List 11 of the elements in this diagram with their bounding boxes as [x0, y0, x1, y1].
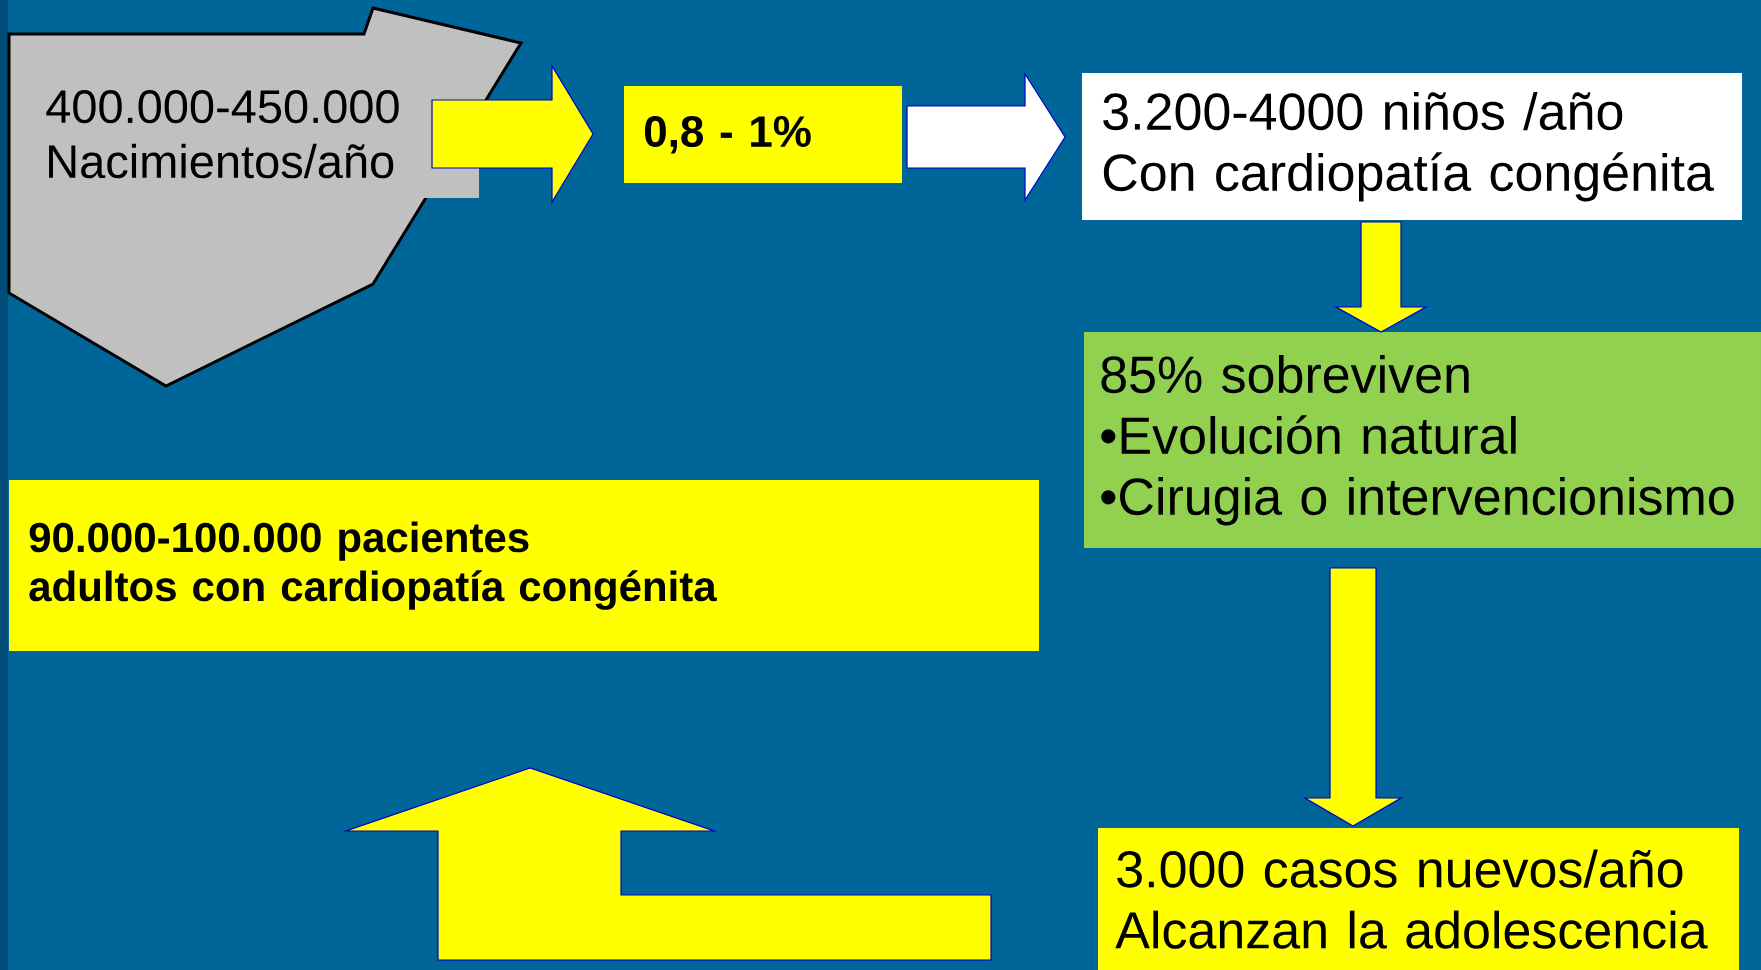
- adolescence-box: 3.000 casos nuevos/año Alcanzan la adolescencia: [1098, 828, 1739, 970]
- block-arrow: [1302, 567, 1404, 827]
- block-arrow: [1333, 221, 1429, 333]
- children-box: 3.200-4000 niños /año Con cardiopatía congénita: [1082, 73, 1742, 220]
- block-arrow: [342, 767, 992, 961]
- block-arrow: [906, 71, 1066, 203]
- block-arrow: [431, 63, 594, 205]
- adults-box: 90.000-100.000 pacientes adultos con cardiopatía congénita: [9, 480, 1039, 651]
- percentage-box: 0,8 - 1%: [624, 86, 902, 183]
- survival-box: 85% sobreviven •Evolución natural •Cirugia o intervencionismo: [1084, 332, 1761, 548]
- map-label-box: 400.000-450.000 Nacimientos/año: [7, 6, 524, 388]
